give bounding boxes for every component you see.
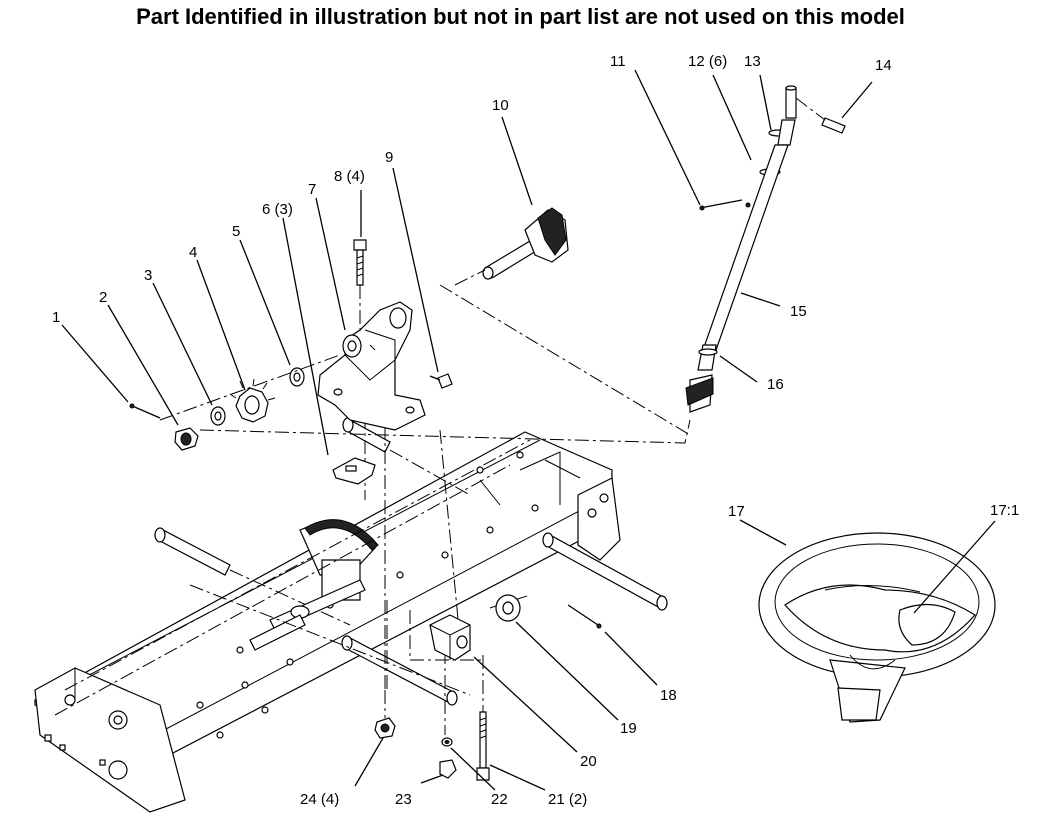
label-5: 5 xyxy=(232,223,240,240)
label-23: 23 xyxy=(395,791,412,808)
part-8-bolt xyxy=(353,239,367,335)
label-11: 11 xyxy=(610,53,626,70)
label-21: 21 (2) xyxy=(548,791,587,808)
label-4: 4 xyxy=(189,244,197,261)
label-9: 9 xyxy=(385,149,393,166)
front-axle-rod xyxy=(154,417,668,706)
label-8: 8 (4) xyxy=(334,168,365,185)
part-2-nut xyxy=(174,427,199,451)
label-2: 2 xyxy=(99,289,107,306)
label-3: 3 xyxy=(144,267,152,284)
part-24-nut xyxy=(374,690,396,739)
label-17-1: 17:1 xyxy=(990,502,1019,519)
part-10-bevel-gear-shaft xyxy=(454,207,569,286)
part-1-cotter-pin xyxy=(129,403,161,419)
label-20: 20 xyxy=(580,753,597,770)
part-18-pin xyxy=(567,604,602,629)
part-5-spacer xyxy=(289,367,305,387)
label-7: 7 xyxy=(308,181,316,198)
part-17-steering-wheel xyxy=(758,532,996,723)
chassis-frame xyxy=(34,431,621,813)
label-24: 24 (4) xyxy=(300,791,339,808)
label-15: 15 xyxy=(790,303,807,320)
label-17: 17 xyxy=(728,503,745,520)
part-23-nut xyxy=(439,759,457,779)
label-1: 1 xyxy=(52,309,60,326)
label-22: 22 xyxy=(491,791,508,808)
label-16: 16 xyxy=(767,376,784,393)
sector-gear-assembly xyxy=(249,519,379,651)
label-10: 10 xyxy=(492,97,509,114)
part-3-washer xyxy=(210,406,226,426)
label-6: 6 (3) xyxy=(262,201,293,218)
part-9-clip xyxy=(429,373,453,389)
label-19: 19 xyxy=(620,720,637,737)
leader-lines xyxy=(61,69,996,791)
diagram-title: Part Identified in illustration but not … xyxy=(136,4,905,29)
label-12: 12 (6) xyxy=(688,53,727,70)
callout-labels: 1 2 3 4 5 6 (3) 7 8 (4) 9 10 11 12 (6) 1… xyxy=(52,53,1019,808)
part-22-lock-washer xyxy=(441,737,453,747)
label-14: 14 xyxy=(875,57,892,74)
part-6-shim xyxy=(332,457,376,485)
part-19-washer xyxy=(495,594,521,622)
part-21-bolt xyxy=(476,711,490,781)
assembly-centerlines xyxy=(54,284,691,735)
label-18: 18 xyxy=(660,687,677,704)
part-4-pinion-gear xyxy=(229,378,276,423)
label-13: 13 xyxy=(744,53,761,70)
steering-shaft-assembly xyxy=(685,85,846,413)
part-20-pivot-block xyxy=(429,614,471,661)
part-7-steering-bracket xyxy=(317,301,426,431)
